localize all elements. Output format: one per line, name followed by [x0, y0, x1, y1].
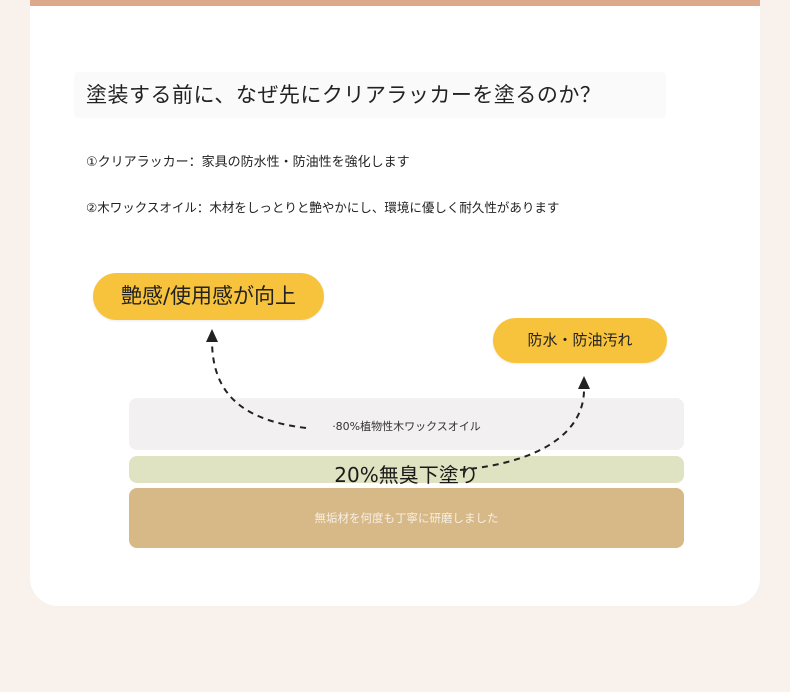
pill-water-oil-resist: 防水・防油汚れ: [493, 318, 667, 363]
layer-primer: 20%無臭下塗り: [129, 456, 684, 487]
point-wood-wax-oil: ②木ワックスオイル：木材をしっとりと艶やかにし、環境に優しく耐久性があります: [86, 200, 560, 215]
layer-wax-oil: ·80%植物性木ワックスオイル: [129, 398, 684, 450]
top-accent-bar: [30, 0, 760, 6]
layer-solid-wood: 無垢材を何度も丁寧に研磨しました: [129, 488, 684, 548]
pill-gloss-feel: 艶感/使用感が向上: [93, 273, 324, 320]
page-heading: 塗装する前に、なぜ先にクリアラッカーを塗るのか？: [74, 72, 666, 118]
point-clear-lacquer: ①クリアラッカー：家具の防水性・防油性を強化します: [86, 155, 410, 170]
